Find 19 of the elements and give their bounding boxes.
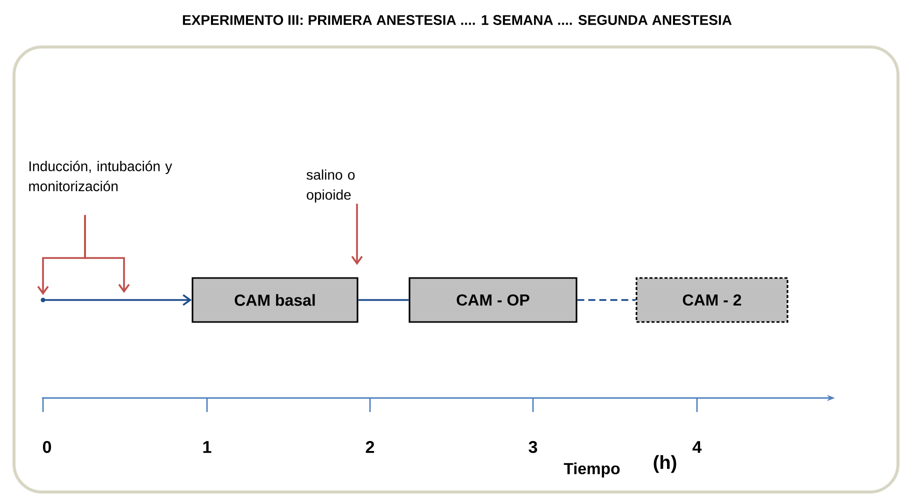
arrow <box>84 215 130 293</box>
phase-box: CAM - 2 <box>636 277 788 323</box>
tick-label: 3 <box>528 440 538 454</box>
connector-line <box>577 299 636 301</box>
annotation-text: salino o opioide <box>306 169 355 203</box>
title: EXPERIMENTO III: PRIMERA ANESTESIA .... 1 SEMANA .... SEGUNDA ANESTESIA <box>182 15 732 25</box>
tick-label: 2 <box>366 441 374 453</box>
axis-title: Tiempo <box>564 462 620 478</box>
tick-label: 0 <box>42 440 52 454</box>
start-point <box>40 298 46 302</box>
tick-label: 4 <box>692 441 702 453</box>
annotation-text: Inducción, intubación y monitorización <box>29 160 172 192</box>
phase-box: CAM - OP <box>408 277 578 323</box>
tick-label: 1 <box>203 441 212 453</box>
axis-unit: (h) <box>654 455 676 473</box>
arrow <box>43 294 192 306</box>
arrow <box>351 204 363 265</box>
connector-line <box>358 299 409 301</box>
phase-box: CAM basal <box>192 277 358 323</box>
